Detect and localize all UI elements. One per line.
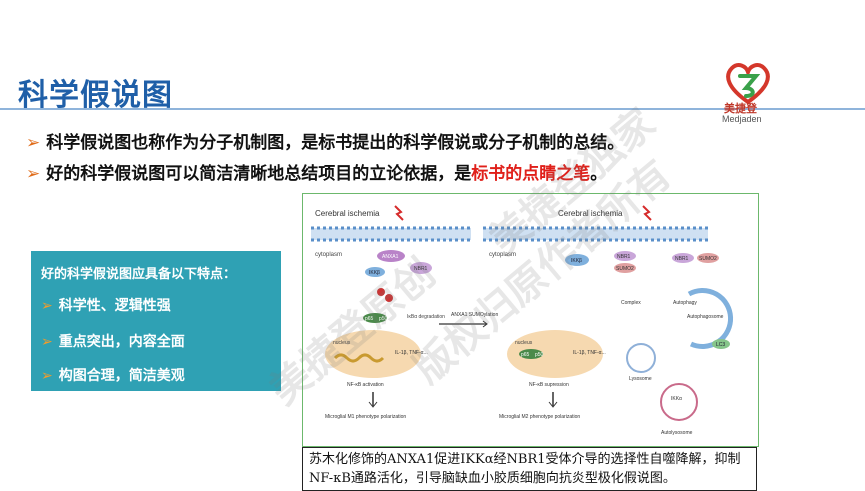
lightning-icon [394, 205, 404, 221]
title-divider [0, 108, 865, 110]
features-panel: 好的科学假说图应具备以下特点： ➢ 科学性、逻辑性强 ➢ 重点突出，内容全面 ➢ 构图… [31, 251, 281, 391]
arrow-icon: ➢ [26, 164, 41, 184]
left-cytokines: IL-1β, TNF-α... [395, 350, 428, 356]
panel-item: ➢ 重点突出，内容全面 [41, 331, 185, 351]
nfkb-complex [363, 313, 387, 323]
bullet-2-highlight: 标书的点睛之笔 [471, 164, 591, 184]
panel-item-text: 科学性、逻辑性强 [58, 298, 171, 314]
bullet-2-end: 。 [590, 164, 608, 184]
p50-label: p50 [379, 316, 388, 322]
nfkb-supression: NF-κB supression [529, 382, 569, 388]
bullet-1: ➢科学假说图也称作为分子机制图，是标书提出的科学假说或分子机制的总结。 [26, 128, 624, 153]
right-nucleus [507, 330, 603, 378]
bullet-2: ➢好的科学假说图可以简洁清晰地总结项目的立论依据，是标书的点睛之笔。 [26, 159, 607, 184]
ikk-label: IKKβ [571, 258, 582, 264]
p65-label: p65 [521, 352, 530, 358]
anxa1-label: ANXA1 [382, 254, 399, 260]
anxa1-protein [377, 250, 405, 262]
ikk-protein [365, 267, 385, 277]
m2-label: Microglial M2 phenotype polarization [499, 414, 580, 420]
nfkb-activation: NF-κB activation [347, 382, 384, 388]
nbr1-protein [410, 262, 432, 274]
left-nucleus-label: nucleus [333, 340, 351, 346]
ikk-label: IKKβ [369, 270, 380, 276]
panel-title: 好的科学假说图应具备以下特点： [41, 267, 237, 282]
left-cytoplasm: cytoplasm [315, 252, 342, 258]
right-membrane [483, 226, 708, 242]
panel-item-text: 重点突出，内容全面 [58, 334, 185, 350]
arrow-icon: ➢ [41, 368, 53, 384]
nbr1-label: NBR1 [675, 256, 689, 262]
figure-caption: 苏木化修饰的ANXA1促进IKKα经NBR1受体介导的选择性自噬降解，抑制NF-… [302, 447, 757, 491]
logo-name-en: Medjaden [722, 114, 762, 124]
bullet-2-text: 好的科学假说图可以简洁清晰地总结项目的立论依据，是 [46, 164, 472, 184]
ikka-label: IKKα [671, 396, 682, 402]
anxa1-sumoylation: ANXA1 SUMOylation [451, 312, 498, 318]
complex-label: Complex [621, 300, 641, 306]
hypothesis-figure: Cerebral ischemia Cerebral ischemia cyto… [302, 193, 759, 447]
autolysosome [660, 383, 698, 421]
right-nucleus-label: nucleus [515, 340, 533, 346]
bullet-1-text: 科学假说图也称作为分子机制图，是标书提出的科学假说或分子机制的总结。 [46, 133, 625, 153]
right-cytokines: IL-1β, TNF-α... [573, 350, 606, 356]
m1-label: Microglial M1 phenotype polarization [325, 414, 406, 420]
left-title: Cerebral ischemia [315, 209, 380, 218]
lightning-icon [642, 205, 652, 221]
left-membrane [311, 226, 471, 242]
autophagosome-label: Autophagosome [687, 314, 724, 320]
logo-heart-icon [726, 63, 770, 105]
lysosome-label: Lysosome [629, 376, 652, 382]
nbr1-label: NBR1 [414, 266, 428, 272]
arrow-icon: ➢ [41, 298, 53, 314]
lysosome [626, 343, 656, 373]
right-title: Cerebral ischemia [558, 209, 623, 218]
nbr1-label: NBR1 [617, 254, 631, 260]
logo-name-cn: 美捷登 [724, 102, 757, 115]
page-title: 科学假说图 [18, 78, 173, 113]
lc3-label: LC3 [716, 342, 725, 348]
autophagosome-membrane [687, 288, 734, 349]
panel-item-text: 构图合理，简洁美观 [58, 368, 185, 384]
right-cytoplasm: cytoplasm [489, 252, 516, 258]
sumo2-label: SUMO2 [616, 266, 634, 272]
panel-item: ➢ 科学性、逻辑性强 [41, 295, 171, 315]
autolysosome-label: Autolysosome [661, 430, 693, 436]
p65-label: p65 [365, 316, 374, 322]
ikba-degradation: IκBα degradation [407, 314, 445, 320]
mechanism-diagram: Cerebral ischemia Cerebral ischemia cyto… [311, 205, 734, 436]
p50-label: p50 [535, 352, 544, 358]
arrow-icon: ➢ [41, 334, 53, 350]
autophagy-label: Autophagy [673, 300, 697, 306]
panel-item: ➢ 构图合理，简洁美观 [41, 365, 185, 385]
sumo2-label: SUMO2 [699, 256, 717, 262]
arrow-icon: ➢ [26, 133, 41, 153]
left-nucleus [325, 330, 421, 378]
